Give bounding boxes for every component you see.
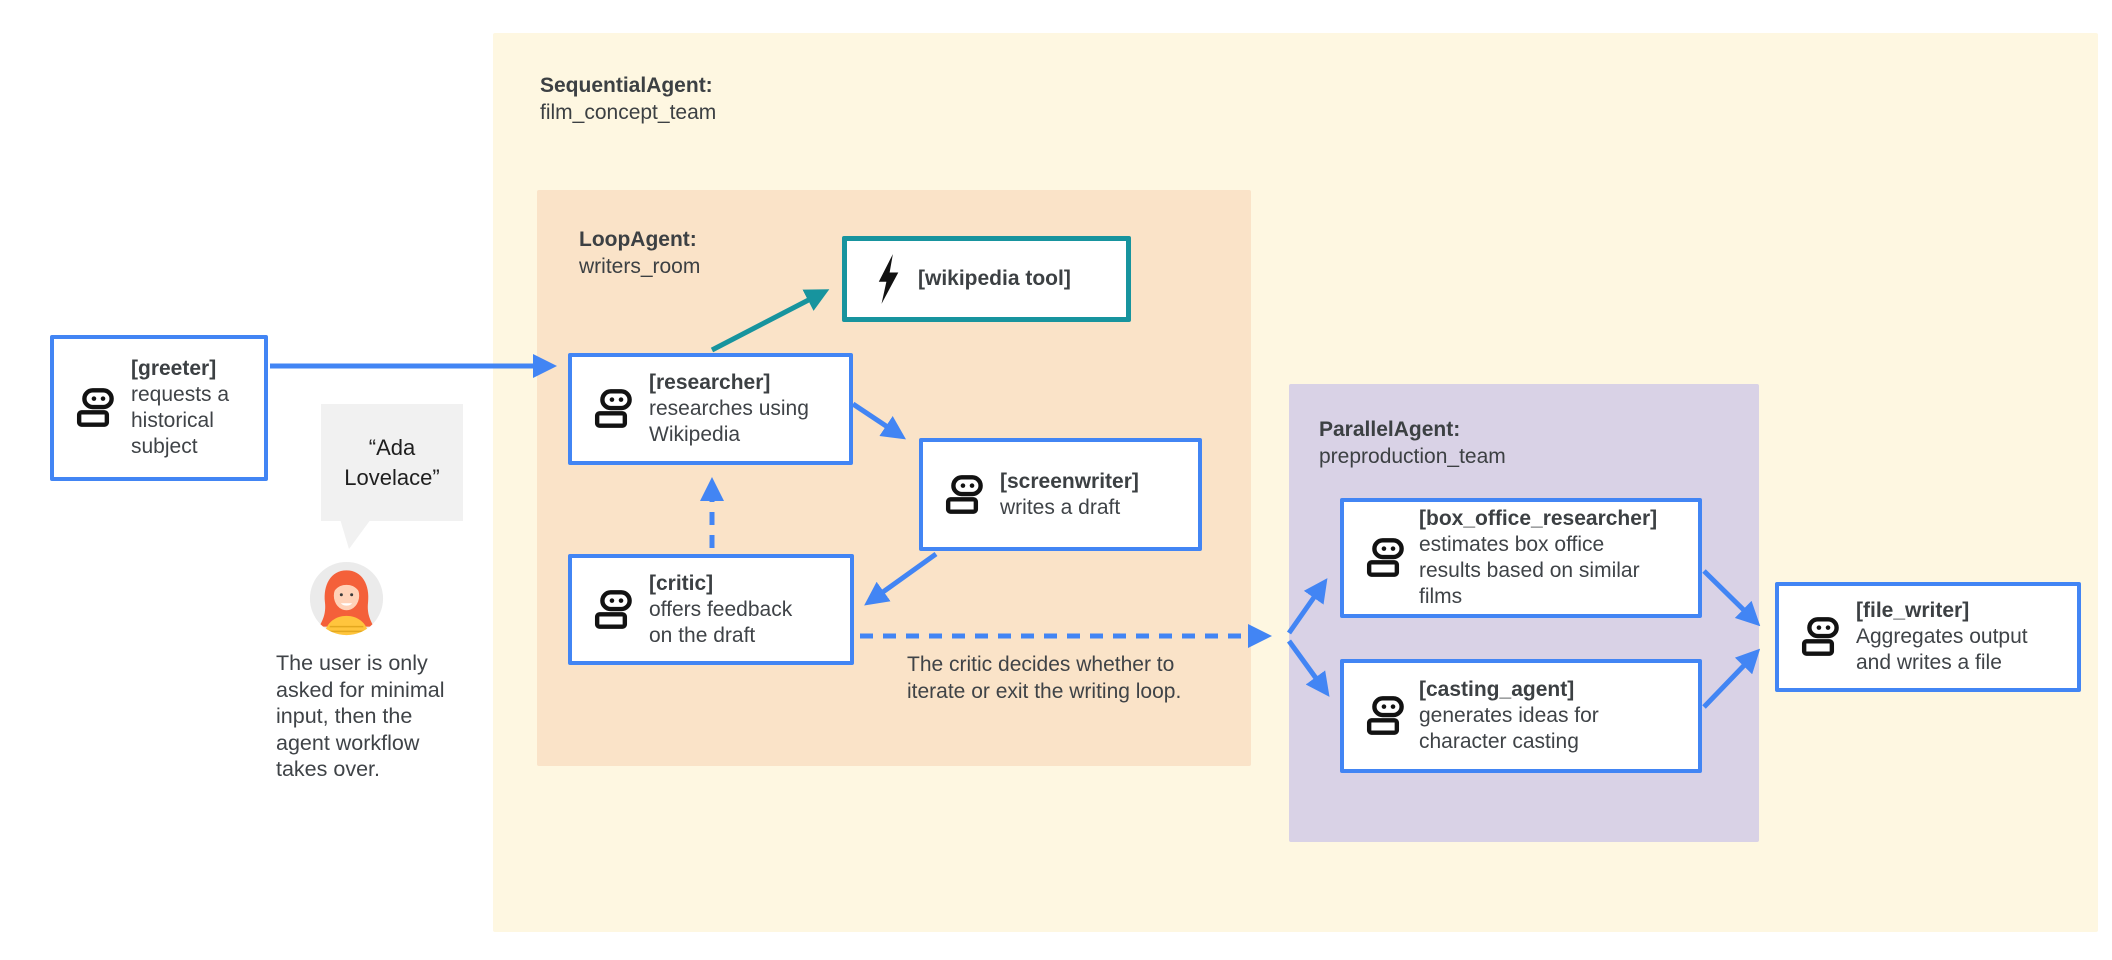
node-researcher: [researcher] researches using Wikipedia (568, 353, 853, 465)
user-note: The user is only asked for minimal input… (276, 651, 445, 781)
lightning-bolt-icon (875, 253, 901, 305)
node-description: estimates box office results based on si… (1419, 533, 1640, 608)
robot-icon (941, 474, 983, 516)
agent-type-label: LoopAgent: (579, 228, 697, 251)
node-title: [researcher] (649, 371, 771, 394)
robot-icon (72, 387, 114, 429)
node-description: researches using Wikipedia (649, 397, 809, 446)
robot-icon (1797, 616, 1839, 658)
node-critic: [critic] offers feedback on the draft (568, 554, 854, 665)
node-description: offers feedback on the draft (649, 597, 793, 647)
node-box-office-researcher: [box_office_researcher] estimates box of… (1340, 498, 1702, 618)
node-screenwriter: [screenwriter] writes a draft (919, 438, 1202, 551)
robot-icon (590, 589, 632, 631)
agent-name-label: writers_room (579, 255, 701, 278)
node-title: [wikipedia tool] (918, 267, 1071, 290)
agent-type-label: SequentialAgent: (540, 74, 713, 97)
node-title: [screenwriter] (1000, 469, 1139, 493)
node-casting-agent: [casting_agent] generates ideas for char… (1340, 659, 1702, 773)
sequential-agent-label: SequentialAgent: film_concept_team (540, 72, 716, 126)
node-description: Aggregates output and writes a file (1856, 625, 2028, 674)
node-title: [casting_agent] (1419, 678, 1575, 701)
agent-name-label: film_concept_team (540, 101, 717, 124)
loop-exit-note: The critic decides whether to iterate or… (907, 653, 1182, 703)
node-wikipedia-tool: [wikipedia tool] (842, 236, 1131, 322)
node-file-writer: [file_writer] Aggregates output and writ… (1775, 582, 2081, 692)
node-description: writes a draft (1000, 495, 1121, 519)
agent-type-label: ParallelAgent: (1319, 418, 1461, 441)
parallel-agent-label: ParallelAgent: preproduction_team (1319, 416, 1506, 470)
robot-icon (1362, 695, 1404, 737)
node-title: [file_writer] (1856, 599, 1970, 622)
robot-icon (590, 388, 632, 430)
robot-icon (1362, 537, 1404, 579)
speech-bubble-tail (340, 519, 371, 549)
node-description: generates ideas for character casting (1419, 704, 1599, 753)
loop-agent-label: LoopAgent: writers_room (579, 226, 700, 280)
node-title: [box_office_researcher] (1419, 507, 1658, 530)
user-avatar (309, 561, 384, 636)
speech-bubble: “Ada Lovelace” (321, 404, 463, 521)
node-description: requests a historical subject (131, 383, 230, 458)
agent-name-label: preproduction_team (1319, 445, 1506, 468)
node-title: [critic] (649, 571, 714, 595)
node-greeter: [greeter] requests a historical subject (50, 335, 268, 481)
node-title: [greeter] (131, 357, 217, 380)
